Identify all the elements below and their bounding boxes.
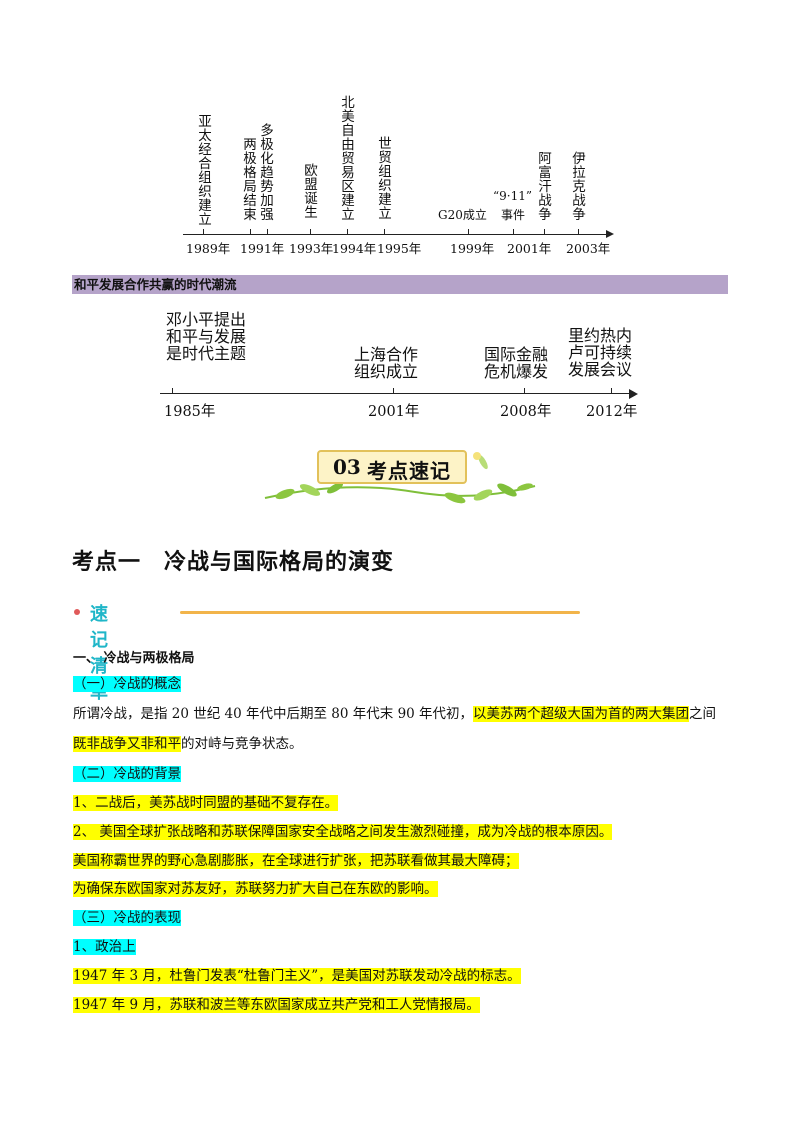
tick <box>524 388 526 394</box>
section-title: 考点一 冷战与国际格局的演变 <box>72 550 395 575</box>
year-label: 2003年 <box>566 241 611 256</box>
tick <box>513 229 515 235</box>
background-2-text: 2、 美国全球扩张战略和苏联保障国家安全战略之间发生激烈碰撞，成为冷战的根本原因… <box>73 824 613 840</box>
year-label: 1985年 <box>164 404 216 420</box>
year-label: 1989年 <box>186 241 231 256</box>
timeline-arrow <box>629 389 638 399</box>
tick <box>611 388 613 394</box>
leaf-decoration-icon <box>264 452 536 504</box>
banner-title: 考点速记 <box>367 459 451 483</box>
event-crisis: 国际金融危机爆发 <box>484 345 549 381</box>
event-911-b: 事件 <box>501 208 526 222</box>
section-banner: 03 考点速记 <box>255 440 545 512</box>
event-eu: 欧盟诞生 <box>304 163 318 221</box>
event-rio: 里约热内卢可持续发展会议 <box>568 326 633 379</box>
background-2: 2、 美国全球扩张战略和苏联保障国家安全战略之间发生激烈碰撞，成为冷战的根本原因… <box>73 823 613 841</box>
event-g20: G20成立 <box>438 208 487 222</box>
tick <box>544 229 546 235</box>
expression-2-text: 1947 年 3 月，杜鲁门发表“杜鲁门主义”，是美国对苏联发动冷战的标志。 <box>73 968 521 984</box>
bullet-dot-icon <box>74 609 80 615</box>
background-4-text: 为确保东欧国家对苏友好，苏联努力扩大自己在东欧的影响。 <box>73 881 438 897</box>
background-4: 为确保东欧国家对苏友好，苏联努力扩大自己在东欧的影响。 <box>73 880 438 898</box>
expression-1: 1、政治上 <box>73 939 136 955</box>
concept-text-e: 的对峙与竞争状态。 <box>181 736 303 752</box>
concept-text-d: 既非战争又非和平 <box>73 736 181 752</box>
year-label: 2001年 <box>368 404 420 420</box>
timeline-axis <box>160 393 630 395</box>
tick <box>310 229 312 235</box>
concept-heading: （一）冷战的概念 <box>73 676 181 692</box>
concept-line-1: 所谓冷战，是指 20 世纪 40 年代中后期至 80 年代末 90 年代初，以美… <box>73 705 716 723</box>
year-label: 1993年 <box>289 241 334 256</box>
expression-heading: （三）冷战的表现 <box>73 910 181 926</box>
concept-heading-line: （一）冷战的概念 <box>73 675 181 693</box>
year-label: 2012年 <box>586 404 638 420</box>
event-bipolar-end: 两极格局结束 <box>243 137 257 223</box>
year-label: 1994年 <box>332 241 377 256</box>
expression-heading-line: （三）冷战的表现 <box>73 909 181 927</box>
tick <box>468 229 470 235</box>
event-nafta: 北美自由贸易区建立 <box>341 95 355 223</box>
tick <box>347 229 349 235</box>
background-3-text: 美国称霸世界的野心急剧膨胀，在全球进行扩张，把苏联看做其最大障碍； <box>73 853 519 869</box>
concept-text-c: 之间 <box>689 706 717 722</box>
event-multipolar: 多极化趋势加强 <box>260 123 274 223</box>
event-iraq: 伊拉克战争 <box>572 151 586 223</box>
tick <box>250 229 252 235</box>
tick <box>203 229 205 235</box>
expression-3: 1947 年 9 月，苏联和波兰等东欧国家成立共产党和工人党情报局。 <box>73 996 480 1014</box>
concept-line-2: 既非战争又非和平的对峙与竞争状态。 <box>73 735 303 753</box>
banner-number: 03 <box>333 455 361 479</box>
expression-1-line: 1、政治上 <box>73 938 136 956</box>
event-deng: 邓小平提出和平与发展是时代主题 <box>166 310 247 363</box>
expression-3-text: 1947 年 9 月，苏联和波兰等东欧国家成立共产党和工人党情报局。 <box>73 997 480 1013</box>
tick <box>384 229 386 235</box>
year-label: 2001年 <box>507 241 552 256</box>
tick <box>578 229 580 235</box>
event-afghan: 阿富汗战争 <box>538 151 552 223</box>
era-heading: 和平发展合作共赢的时代潮流 <box>72 275 728 294</box>
year-label: 2008年 <box>500 404 552 420</box>
year-label: 1995年 <box>377 241 422 256</box>
tick <box>393 388 395 394</box>
banner-box <box>317 450 467 484</box>
background-1: 1、二战后，美苏战时同盟的基础不复存在。 <box>73 794 339 812</box>
background-3: 美国称霸世界的野心急剧膨胀，在全球进行扩张，把苏联看做其最大障碍； <box>73 852 519 870</box>
event-911-a: “9·11” <box>493 189 532 203</box>
year-label: 1999年 <box>450 241 495 256</box>
timeline-axis <box>183 234 607 236</box>
expression-2: 1947 年 3 月，杜鲁门发表“杜鲁门主义”，是美国对苏联发动冷战的标志。 <box>73 967 521 985</box>
tick <box>172 388 174 394</box>
event-apec: 亚太经合组织建立 <box>198 114 212 228</box>
timeline-arrow <box>606 230 614 238</box>
event-sco: 上海合作组织成立 <box>354 345 419 381</box>
subheading-rule <box>180 611 580 614</box>
concept-text-a: 所谓冷战，是指 20 世纪 40 年代中后期至 80 年代末 90 年代初， <box>73 706 474 722</box>
background-heading-line: （二）冷战的背景 <box>73 765 181 783</box>
background-heading: （二）冷战的背景 <box>73 766 181 782</box>
heading-cold-war: 一、 冷战与两极格局 <box>73 651 195 666</box>
concept-text-b: 以美苏两个超级大国为首的两大集团 <box>473 706 690 722</box>
tick <box>267 229 269 235</box>
year-label: 1991年 <box>240 241 285 256</box>
background-1-text: 1、二战后，美苏战时同盟的基础不复存在。 <box>73 795 339 811</box>
event-wto: 世贸组织建立 <box>378 136 392 222</box>
